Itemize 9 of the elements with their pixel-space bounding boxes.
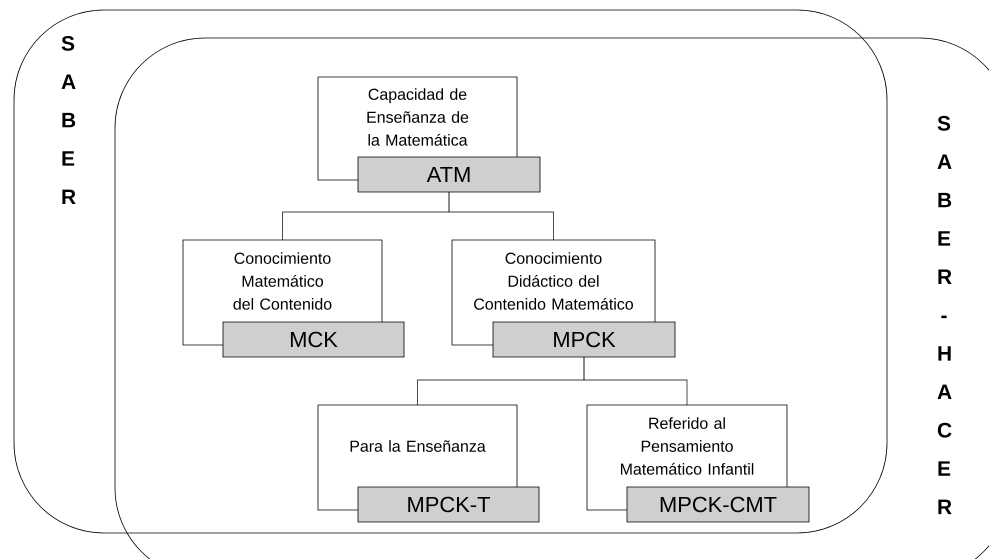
vertical-label: S A B E R - H A C E R: [938, 116, 952, 514]
connector-line: [448, 192, 554, 240]
code-tag: MPCK-CMT: [626, 486, 810, 522]
vertical-label: S A B E R: [62, 36, 76, 204]
connector-line: [584, 356, 688, 406]
code-tag: MCK: [222, 322, 404, 358]
code-tag: ATM: [358, 156, 540, 192]
code-tag: MPCK-T: [358, 486, 540, 522]
code-tag: MPCK: [492, 322, 676, 358]
